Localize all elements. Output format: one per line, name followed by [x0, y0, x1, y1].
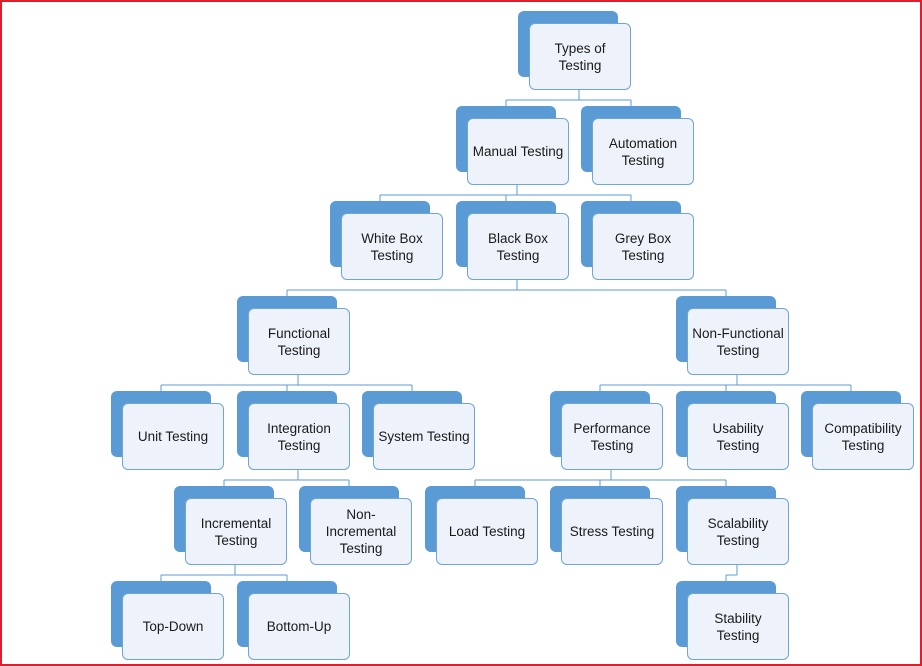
node-label: Unit Testing — [137, 429, 209, 444]
node-label: Non-Functional Testing — [692, 325, 784, 358]
node-usability-testing: Usability Testing — [676, 391, 789, 470]
node-label: Compatibility Testing — [824, 420, 902, 453]
node-label: Load Testing — [448, 524, 526, 539]
node-stress-testing: Stress Testing — [550, 486, 663, 565]
node-label: System Testing — [378, 429, 470, 444]
node-card: Types of Testing — [529, 23, 631, 90]
node-card: Stability Testing — [687, 593, 789, 660]
node-label: Performance Testing — [573, 420, 651, 453]
node-label: Scalability Testing — [707, 515, 769, 548]
node-performance-testing: Performance Testing — [550, 391, 663, 470]
node-label: Stability Testing — [714, 610, 762, 643]
node-label: Stress Testing — [569, 524, 655, 539]
node-label: White Box Testing — [361, 230, 423, 263]
node-card: Load Testing — [436, 498, 538, 565]
node-card: System Testing — [373, 403, 475, 470]
node-card: Incremental Testing — [185, 498, 287, 565]
node-card: Unit Testing — [122, 403, 224, 470]
node-grey-box-testing: Grey Box Testing — [581, 201, 694, 280]
node-card: Usability Testing — [687, 403, 789, 470]
node-scalability-testing: Scalability Testing — [676, 486, 789, 565]
node-label: Top-Down — [142, 619, 204, 634]
node-non-incremental-testing: Non-Incremental Testing — [299, 486, 412, 565]
node-label: Automation Testing — [608, 135, 678, 168]
node-card: Functional Testing — [248, 308, 350, 375]
node-card: Stress Testing — [561, 498, 663, 565]
node-top-down: Top-Down — [111, 581, 224, 660]
node-label: Non-Incremental Testing — [325, 507, 397, 556]
node-card: Bottom-Up — [248, 593, 350, 660]
node-card: Scalability Testing — [687, 498, 789, 565]
node-unit-testing: Unit Testing — [111, 391, 224, 470]
node-integration-testing: Integration Testing — [237, 391, 350, 470]
node-card: Manual Testing — [467, 118, 569, 185]
node-manual-testing: Manual Testing — [456, 106, 569, 185]
node-card: Integration Testing — [248, 403, 350, 470]
node-functional-testing: Functional Testing — [237, 296, 350, 375]
node-black-box-testing: Black Box Testing — [456, 201, 569, 280]
node-card: Automation Testing — [592, 118, 694, 185]
node-system-testing: System Testing — [362, 391, 475, 470]
node-card: Top-Down — [122, 593, 224, 660]
node-non-functional-testing: Non-Functional Testing — [676, 296, 789, 375]
node-types-of-testing: Types of Testing — [518, 11, 631, 90]
node-card: Compatibility Testing — [812, 403, 914, 470]
node-label: Incremental Testing — [200, 515, 272, 548]
node-card: Grey Box Testing — [592, 213, 694, 280]
node-label: Grey Box Testing — [614, 230, 672, 263]
node-automation-testing: Automation Testing — [581, 106, 694, 185]
node-bottom-up: Bottom-Up — [237, 581, 350, 660]
node-card: Non-Functional Testing — [687, 308, 789, 375]
node-white-box-testing: White Box Testing — [330, 201, 443, 280]
node-compatibility-testing: Compatibility Testing — [801, 391, 914, 470]
node-label: Integration Testing — [267, 420, 331, 453]
node-label: Usability Testing — [712, 420, 764, 453]
node-label: Black Box Testing — [487, 230, 549, 263]
node-label: Bottom-Up — [266, 619, 332, 634]
node-card: Non-Incremental Testing — [310, 498, 412, 565]
node-label: Types of Testing — [554, 40, 606, 73]
node-card: Performance Testing — [561, 403, 663, 470]
node-stability-testing: Stability Testing — [676, 581, 789, 660]
node-card: White Box Testing — [341, 213, 443, 280]
node-incremental-testing: Incremental Testing — [174, 486, 287, 565]
node-label: Functional Testing — [267, 325, 331, 358]
node-label: Manual Testing — [472, 144, 564, 159]
node-card: Black Box Testing — [467, 213, 569, 280]
node-load-testing: Load Testing — [425, 486, 538, 565]
